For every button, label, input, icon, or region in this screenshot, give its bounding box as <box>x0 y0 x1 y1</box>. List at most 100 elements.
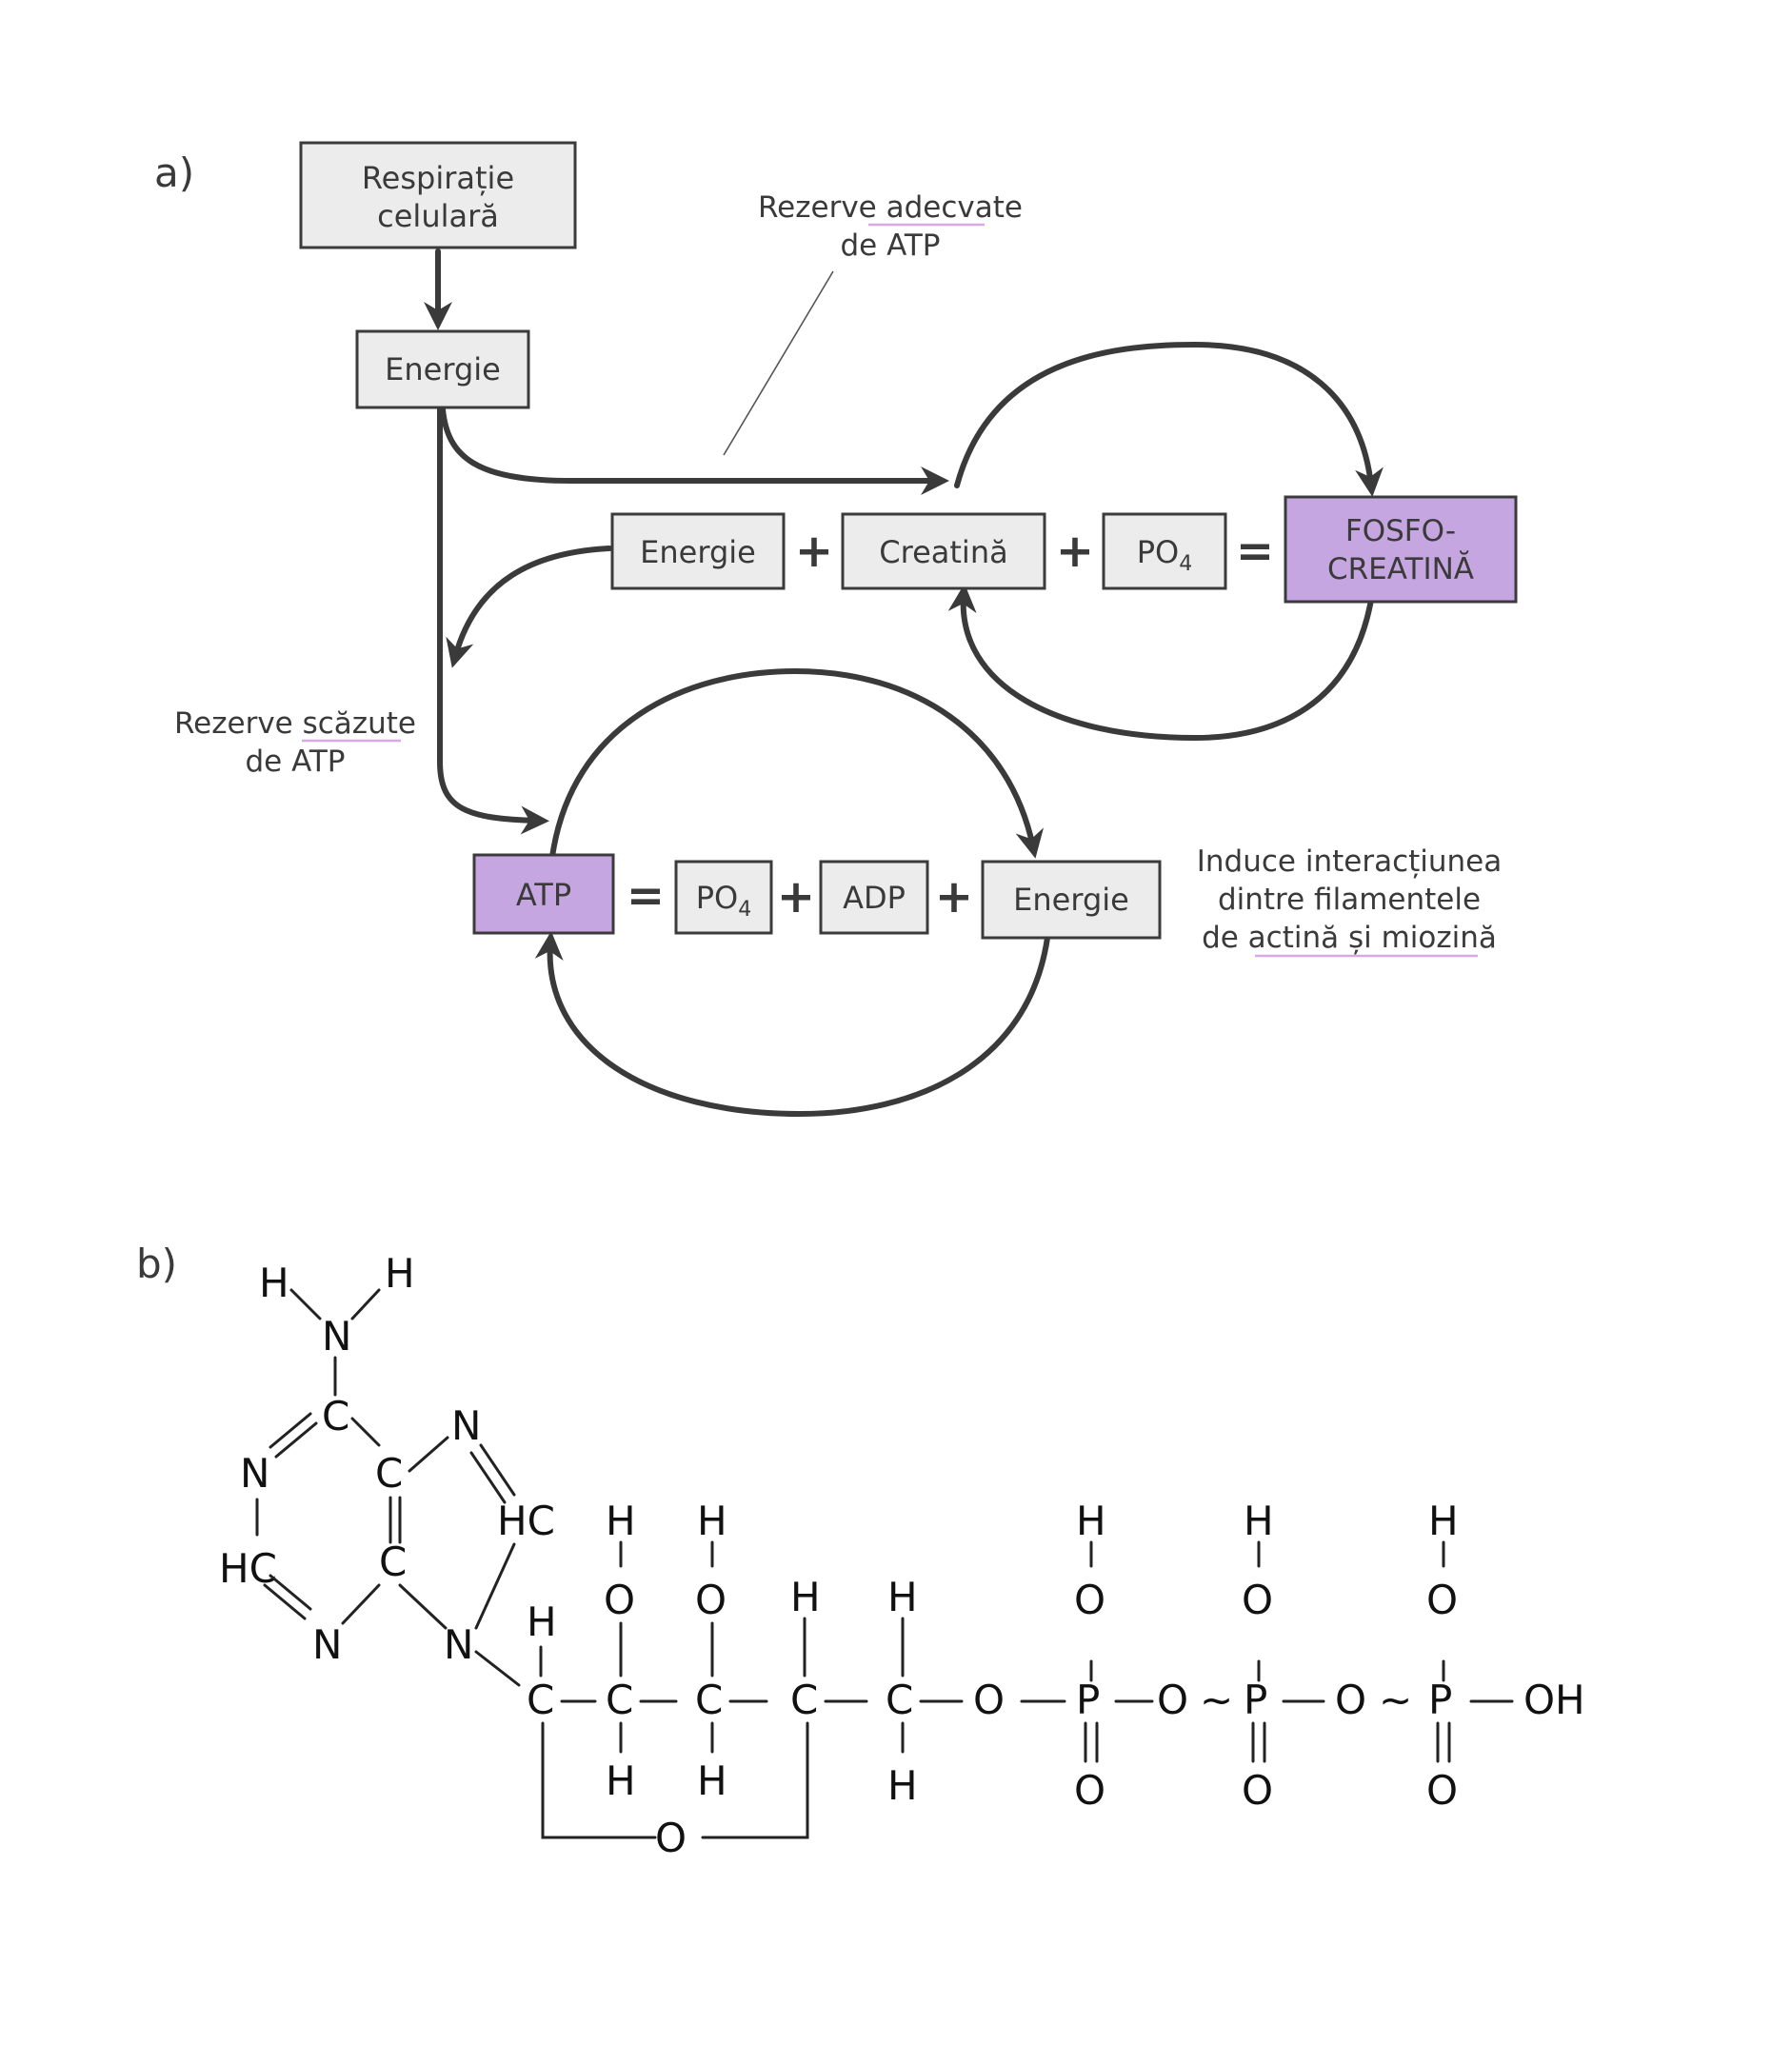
atom-o-ester: O <box>973 1677 1005 1723</box>
atom-h-p1: H <box>1076 1498 1106 1544</box>
atom-o-p1-top: O <box>1074 1577 1105 1623</box>
atom-p-gamma: P <box>1428 1677 1452 1723</box>
eq1-creatine-label: Creatină <box>879 534 1007 570</box>
atom-h-amine-1: H <box>259 1260 289 1306</box>
atom-h-c5-low: H <box>887 1762 918 1809</box>
atom-o-p2-double: O <box>1242 1767 1273 1814</box>
arrow-energy-to-cycle <box>440 407 949 495</box>
atom-c4prime: C <box>790 1677 818 1723</box>
eq2-energy-box: Energie <box>981 860 1162 940</box>
atom-h-p2: H <box>1244 1498 1274 1544</box>
eq2-po4-sub: 4 <box>738 898 751 922</box>
atom-c4: C <box>379 1539 407 1585</box>
eq1-equals: = <box>1236 525 1274 578</box>
atp-box: ATP <box>472 853 615 935</box>
atom-o-p3-double: O <box>1426 1767 1458 1814</box>
adp-label: ADP <box>843 880 906 916</box>
high-energy-bond-1: ~ <box>1200 1677 1233 1723</box>
atom-c5prime: C <box>886 1677 913 1723</box>
part-b-label: b) <box>136 1241 177 1287</box>
atom-o2: O <box>604 1577 635 1623</box>
atp-cycle-upper-arc <box>549 667 1044 860</box>
atom-n1: N <box>240 1450 269 1497</box>
energy-top-label: Energie <box>385 351 501 387</box>
atom-h-oh3: H <box>697 1498 727 1544</box>
part-a-label: a) <box>154 149 194 196</box>
atom-c6: C <box>322 1393 349 1439</box>
eq1-po4-sub: 4 <box>1179 552 1192 576</box>
effect-note-line3: de actină și miozină <box>1202 921 1497 955</box>
adequate-note-line2: de ATP <box>840 228 940 263</box>
adequate-note-line1: Rezerve adecvate <box>758 190 1023 225</box>
eq1-plus2: + <box>1056 525 1094 578</box>
atom-h-c5-up: H <box>887 1574 918 1620</box>
atom-o-ring: O <box>655 1815 687 1861</box>
arrow-energy-eq-down <box>446 546 612 668</box>
phosphocreatine-line2: CREATINĂ <box>1327 551 1474 586</box>
eq2-energy-label: Energie <box>1013 882 1129 918</box>
atom-o-p3-top: O <box>1426 1577 1458 1623</box>
atom-hc8: HC <box>497 1498 555 1544</box>
eq1-creatine-box: Creatină <box>841 512 1046 590</box>
atom-o-p2-top: O <box>1242 1577 1273 1623</box>
cycle-lower-arc <box>947 584 1374 742</box>
eq2-equals: = <box>627 869 665 923</box>
low-note-line2: de ATP <box>245 745 345 779</box>
atom-c3prime: C <box>695 1677 723 1723</box>
atom-h-c4: H <box>790 1574 821 1620</box>
svg-text:PO4: PO4 <box>1137 534 1192 576</box>
adequate-reserves-note: Rezerve adecvate de ATP <box>723 190 1023 456</box>
eq1-energy-box: Energie <box>610 512 786 590</box>
eq2-po4-label: PO <box>696 880 738 916</box>
equation-atp: ATP = PO4 + ADP + Energie <box>472 853 1162 940</box>
atom-n-amine: N <box>322 1313 351 1360</box>
atom-h-p3: H <box>1428 1498 1459 1544</box>
part-a: a) Respirație celulară Energie Rezerve a… <box>154 141 1518 1118</box>
eq1-plus1: + <box>795 525 833 578</box>
energy-top-box: Energie <box>355 329 530 409</box>
svg-text:PO4: PO4 <box>696 880 751 922</box>
eq2-po4-box: PO4 <box>674 860 773 935</box>
atp-cycle-lower-arc <box>534 931 1050 1118</box>
atom-h-oh2: H <box>606 1498 636 1544</box>
atom-o-p1-double: O <box>1074 1767 1105 1814</box>
atom-n3: N <box>312 1621 342 1668</box>
low-reserves-note: Rezerve scăzute de ATP <box>174 706 416 779</box>
low-note-line1: Rezerve scăzute <box>174 706 416 741</box>
equation-creatine: Energie + Creatină + PO4 = FOSFO- CREATI… <box>610 495 1518 604</box>
atom-oh-terminal: OH <box>1523 1677 1585 1723</box>
atom-h-c3-low: H <box>697 1757 727 1804</box>
atom-c1prime: C <box>527 1677 554 1723</box>
eq1-energy-label: Energie <box>640 534 756 570</box>
atom-c2prime: C <box>606 1677 633 1723</box>
eq2-plus2: + <box>935 870 973 923</box>
atom-o-bridge2: O <box>1335 1677 1366 1723</box>
adp-box: ADP <box>819 860 929 935</box>
atom-n9: N <box>444 1621 473 1668</box>
part-b-atp-structure: b) H H N C N C N HC HC C N N H C C <box>136 1241 1585 1861</box>
respiration-line2: celulară <box>377 198 499 234</box>
effect-note-line1: Induce interacțiunea <box>1197 844 1503 879</box>
atom-p-beta: P <box>1244 1677 1267 1723</box>
cycle-upper-arc <box>954 341 1384 497</box>
eq2-plus1: + <box>777 870 815 923</box>
atom-n7: N <box>451 1402 481 1449</box>
respiration-line1: Respirație <box>362 160 514 196</box>
effect-note-line2: dintre filamentele <box>1218 883 1481 917</box>
atom-o3: O <box>695 1577 727 1623</box>
arrow-energy-to-atp <box>437 407 549 835</box>
phosphocreatine-box: FOSFO- CREATINĂ <box>1284 495 1518 604</box>
pointer-line <box>723 270 834 456</box>
eq1-po4-label: PO <box>1137 534 1179 570</box>
high-energy-bond-2: ~ <box>1379 1677 1412 1723</box>
atom-c5: C <box>375 1450 403 1497</box>
atom-p-alpha: P <box>1076 1677 1100 1723</box>
effect-note: Induce interacțiunea dintre filamentele … <box>1197 844 1503 958</box>
atom-h-c2-low: H <box>606 1757 636 1804</box>
atom-o-bridge1: O <box>1157 1677 1188 1723</box>
atom-h-amine-2: H <box>385 1250 415 1297</box>
atom-h-c1: H <box>527 1598 557 1645</box>
respiration-box: Respirație celulară <box>299 141 577 249</box>
atp-label: ATP <box>516 877 571 913</box>
